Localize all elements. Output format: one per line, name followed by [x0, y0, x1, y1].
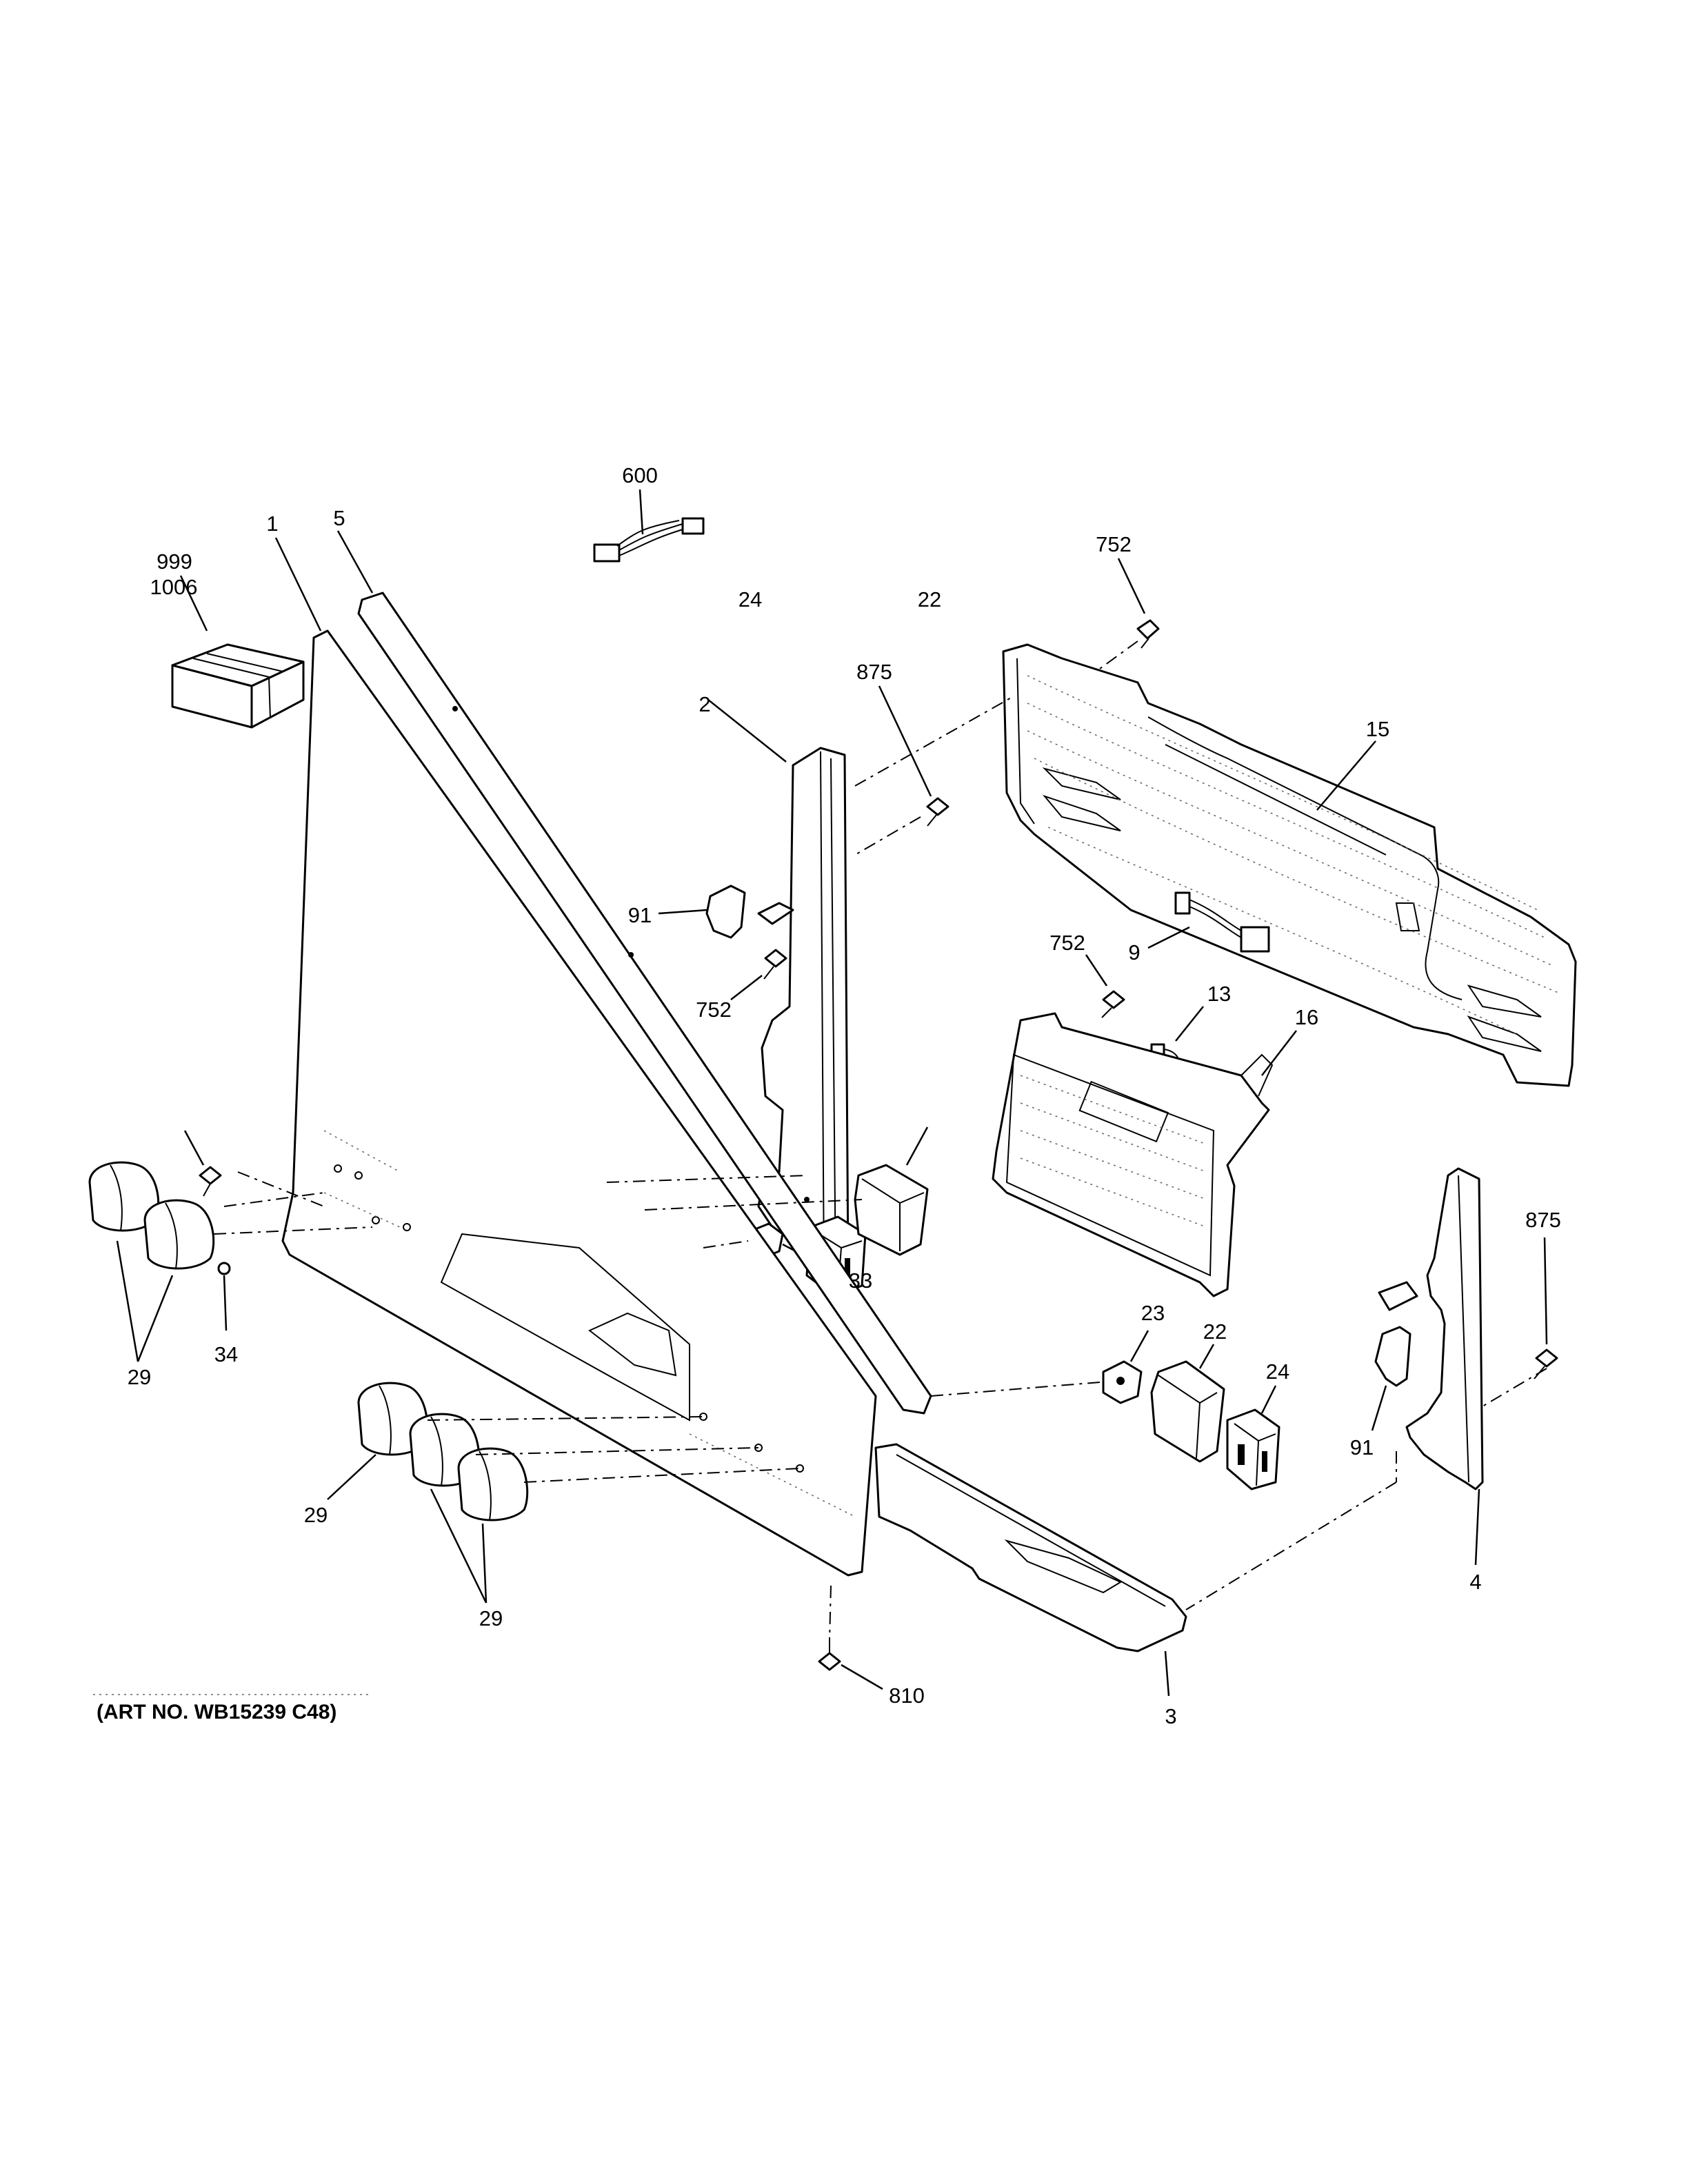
part-91-right-clip: [1371, 1326, 1411, 1431]
callout-4: 4: [1469, 1570, 1481, 1594]
callout-33: 33: [849, 1268, 872, 1293]
callout-labels: 600 999 752 875 2 15 91 752 752 9 13 16 …: [128, 463, 1561, 1728]
callout-2: 2: [699, 692, 710, 716]
part-22-top-switch: [854, 1126, 929, 1256]
part-875-top-screw: [854, 685, 1014, 856]
part-600-harness: [593, 489, 705, 563]
callout-1006: 1006: [150, 575, 198, 599]
callout-24-top: 24: [738, 587, 762, 611]
callout-23: 23: [1141, 1301, 1165, 1325]
part-1006-screw: [183, 1130, 222, 1197]
part-3-lower-housing: [874, 1443, 1187, 1697]
callout-16: 16: [1295, 1005, 1318, 1029]
assembly-lines: [213, 1171, 1547, 1641]
part-15-back-panel: [1002, 643, 1577, 1087]
part-16-control-board: [992, 1012, 1297, 1297]
part-23-switch: [1102, 1330, 1149, 1404]
part-5-trim-strip: [336, 530, 932, 1415]
callout-29-bottom: 29: [479, 1606, 503, 1630]
part-22-lower-switch: [1150, 1344, 1225, 1463]
part-91-left-clip: [658, 884, 746, 939]
part-752-right-screw: [1085, 954, 1125, 1018]
art-number-caption: (ART NO. WB15239 C48): [93, 1694, 369, 1723]
part-29-knobs-lower: [327, 1382, 529, 1604]
callout-875-top: 875: [856, 660, 892, 684]
callout-24-bottom: 24: [1266, 1359, 1289, 1384]
callout-875-right: 875: [1525, 1208, 1561, 1232]
callout-34: 34: [214, 1342, 238, 1366]
part-999-box: [171, 575, 305, 729]
callout-91-right: 91: [1350, 1435, 1374, 1459]
part-2-left-bracket: [707, 699, 850, 1291]
callout-22-top: 22: [918, 587, 941, 611]
art-number: (ART NO. WB15239 C48): [97, 1701, 336, 1723]
part-29-knobs-left: [88, 1161, 215, 1362]
callout-13: 13: [1207, 982, 1231, 1006]
callout-752-right: 752: [1049, 931, 1085, 955]
callout-1: 1: [266, 512, 278, 536]
part-34-screw: [217, 1262, 231, 1331]
part-752-top-screw: [1061, 558, 1160, 697]
callout-9: 9: [1128, 940, 1140, 964]
callout-15: 15: [1366, 717, 1389, 741]
callout-22-bottom: 22: [1203, 1320, 1227, 1344]
part-875-right-screw: [1534, 1237, 1558, 1379]
callout-5: 5: [333, 506, 345, 530]
callout-3: 3: [1165, 1704, 1176, 1728]
part-810-screw: [818, 1637, 883, 1690]
callout-29-left: 29: [128, 1365, 151, 1389]
part-9-harness: [1147, 891, 1270, 953]
callout-999: 999: [157, 549, 192, 574]
callout-752-top: 752: [1096, 532, 1132, 556]
part-24-lower-switch: [1226, 1385, 1280, 1490]
part-752-mid-screw: [730, 949, 787, 1000]
callout-91-left: 91: [628, 903, 652, 927]
part-1-control-panel: [274, 537, 877, 1577]
callout-810: 810: [889, 1684, 925, 1708]
part-4-right-bracket: [1378, 1167, 1484, 1566]
callout-752-mid: 752: [696, 998, 732, 1022]
callout-600: 600: [622, 463, 658, 487]
callout-29-mid: 29: [304, 1503, 328, 1527]
